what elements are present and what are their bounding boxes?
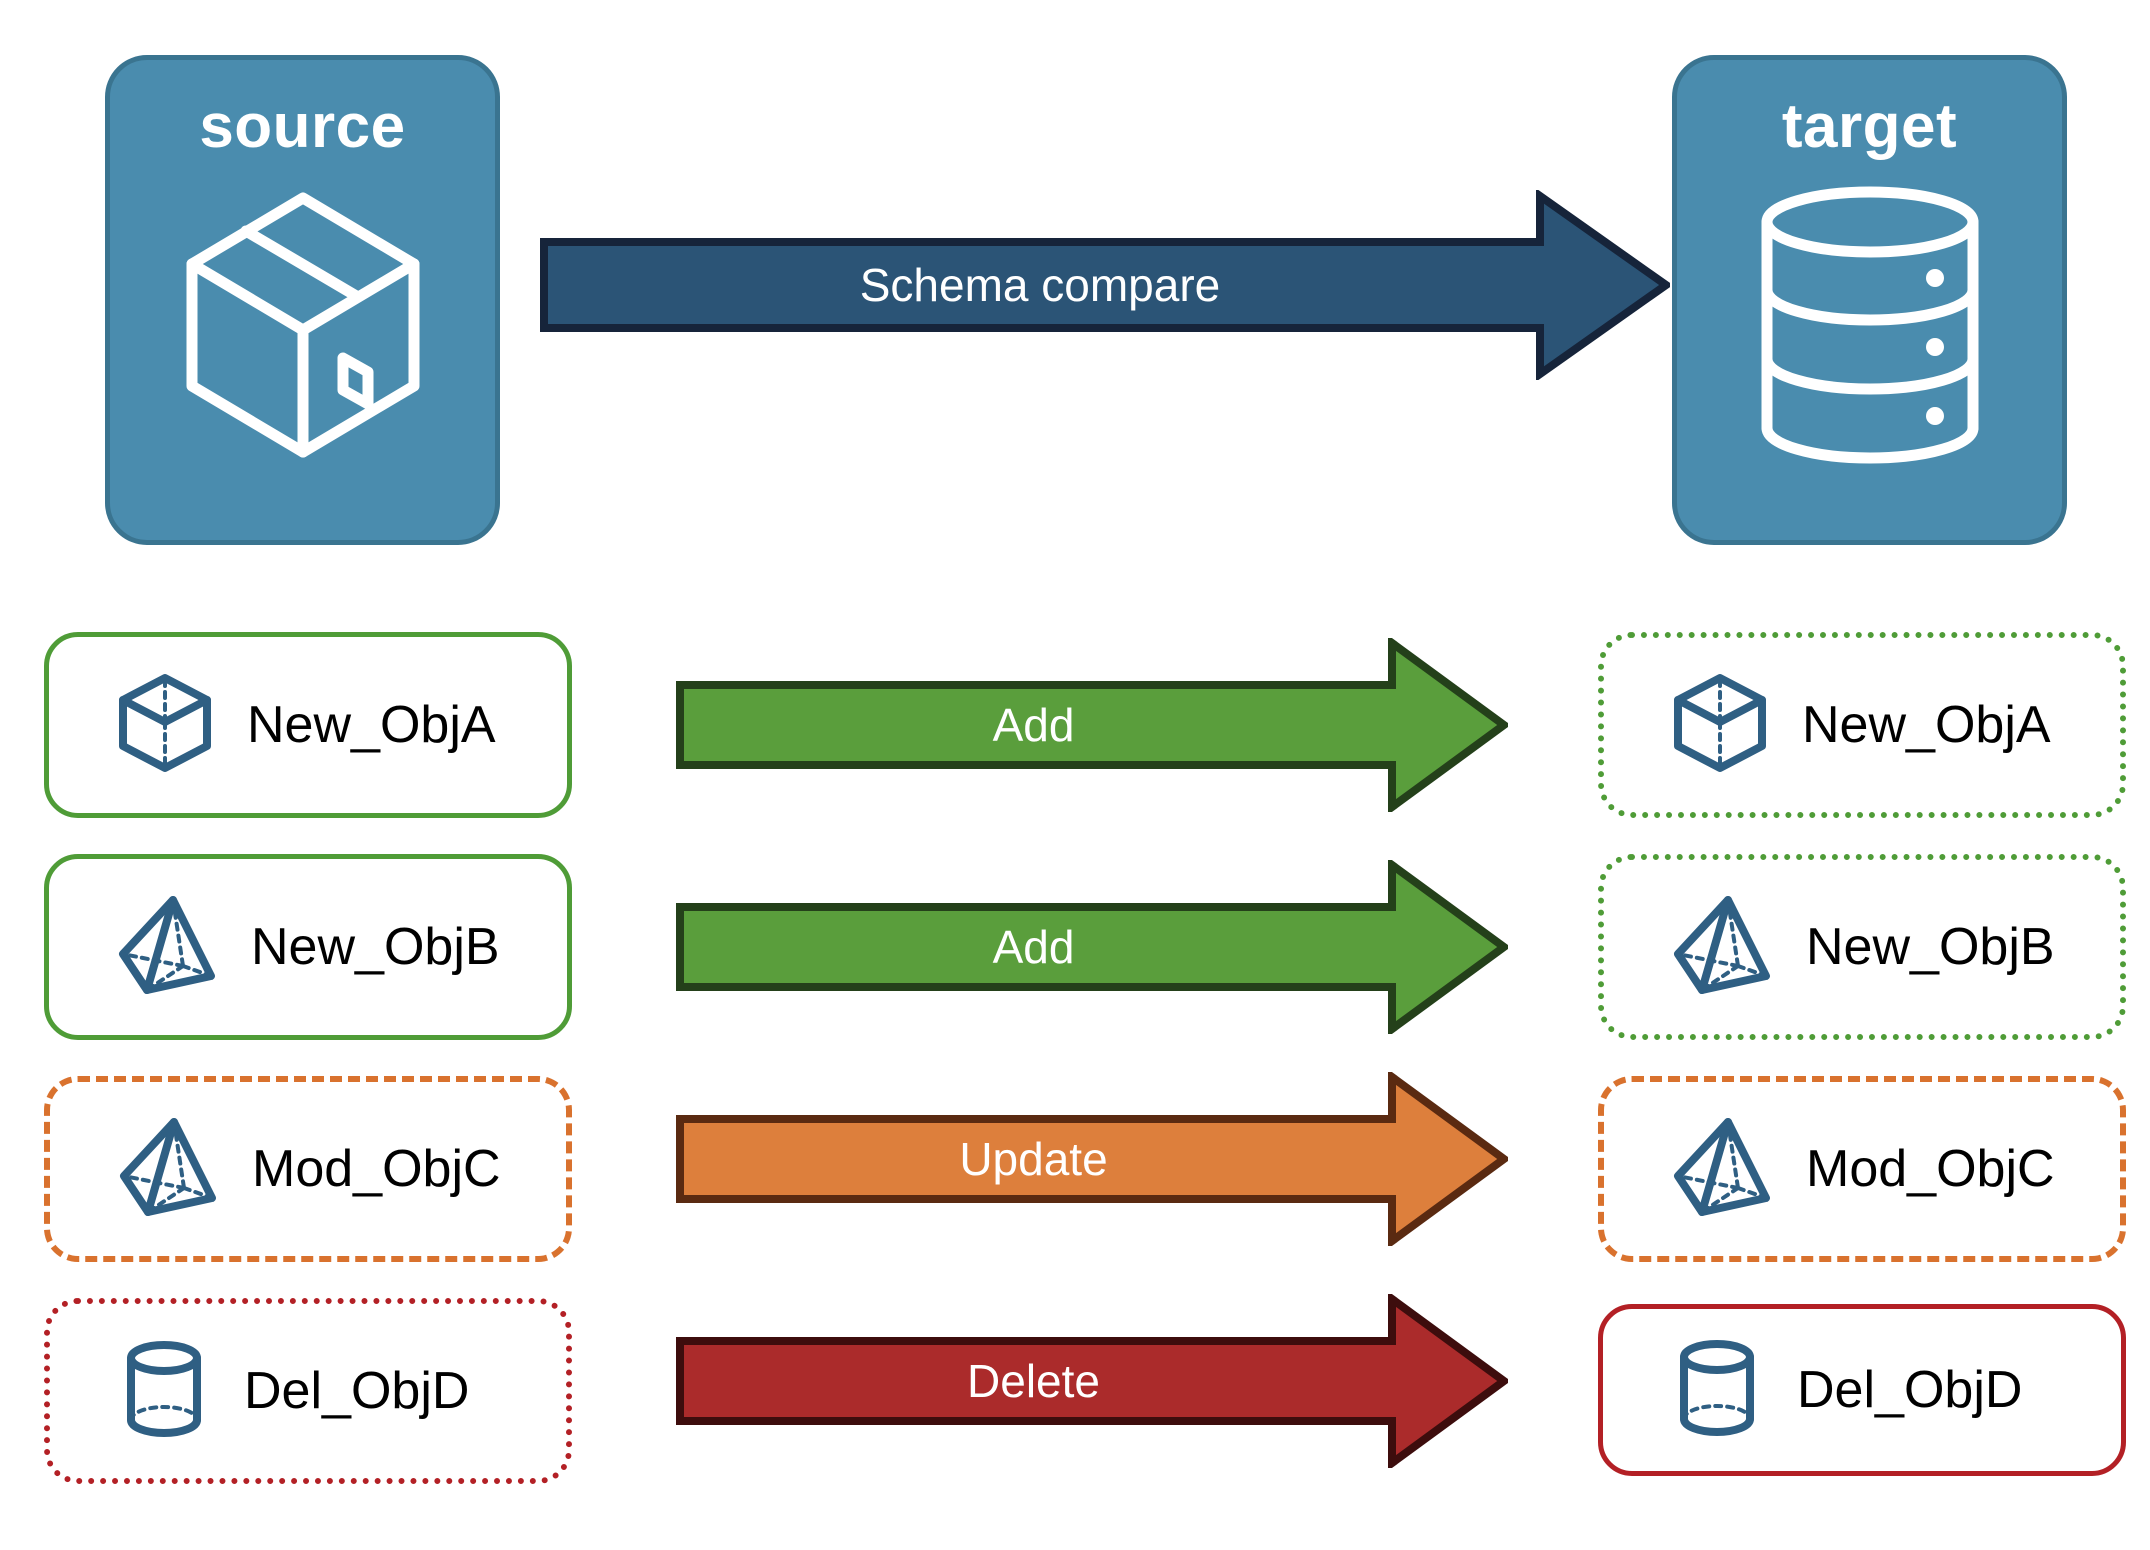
action-arrow-2[interactable]: Update [676,1069,1511,1249]
source-label: source [199,92,406,161]
target-label: target [1781,92,1958,161]
wireframe-pyramid-icon [1672,894,1772,1001]
right-arrow-icon [676,857,1511,1037]
target-object-row-2[interactable]: Mod_ObjC [1598,1076,2126,1262]
right-arrow-icon [540,188,1673,382]
schema-compare-arrow[interactable]: Schema compare [540,188,1673,382]
wireframe-cylinder-icon [1671,1337,1763,1444]
source-object-label-3: Del_ObjD [244,1362,470,1420]
wireframe-cylinder-icon [118,1338,210,1445]
source-panel[interactable]: source [105,55,500,545]
target-object-row-3[interactable]: Del_ObjD [1598,1304,2126,1476]
source-object-row-0[interactable]: New_ObjA [44,632,572,818]
target-object-label-2: Mod_ObjC [1806,1140,2055,1198]
target-object-label-1: New_ObjB [1806,918,2055,976]
target-object-label-0: New_ObjA [1802,696,2051,754]
source-object-label-2: Mod_ObjC [252,1140,501,1198]
action-arrow-1[interactable]: Add [676,857,1511,1037]
wireframe-pyramid-icon [118,1116,218,1223]
wireframe-pyramid-icon [117,894,217,1001]
source-object-row-3[interactable]: Del_ObjD [44,1298,572,1484]
right-arrow-icon [676,635,1511,815]
wireframe-cube-icon [117,672,213,779]
source-object-label-0: New_ObjA [247,696,496,754]
target-object-label-3: Del_ObjD [1797,1361,2023,1419]
source-object-row-1[interactable]: New_ObjB [44,854,572,1040]
target-object-row-0[interactable]: New_ObjA [1598,632,2126,818]
source-object-label-1: New_ObjB [251,918,500,976]
right-arrow-icon [676,1291,1511,1471]
database-cylinder-icon [1745,180,1995,475]
action-arrow-3[interactable]: Delete [676,1291,1511,1471]
wireframe-cube-icon [1672,672,1768,779]
target-object-row-1[interactable]: New_ObjB [1598,854,2126,1040]
package-box-icon [178,180,428,475]
target-panel[interactable]: target [1672,55,2067,545]
right-arrow-icon [676,1069,1511,1249]
wireframe-pyramid-icon [1672,1116,1772,1223]
action-arrow-0[interactable]: Add [676,635,1511,815]
source-object-row-2[interactable]: Mod_ObjC [44,1076,572,1262]
